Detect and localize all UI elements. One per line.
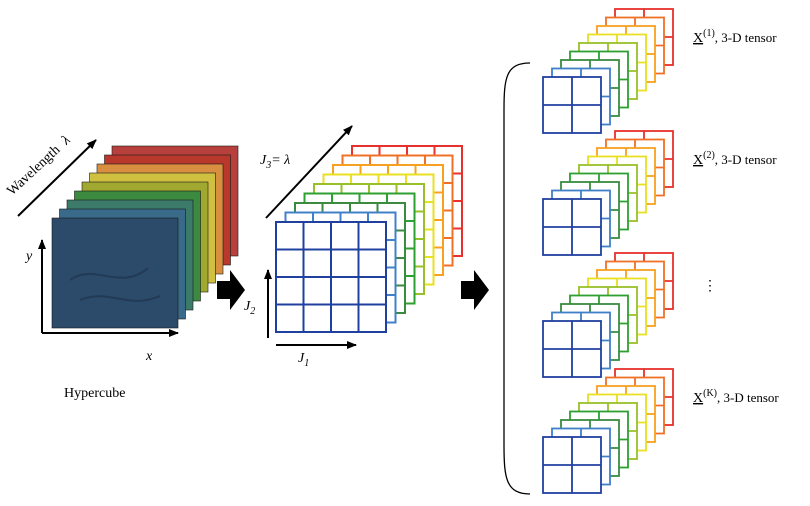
- tensor-j3-axis: [265, 125, 353, 219]
- hypercube-wavelength-axis: [17, 139, 97, 217]
- j2-main: J: [244, 299, 251, 314]
- hypercube-caption: Hypercube: [64, 386, 125, 401]
- tensor-axis-j2-label: J2: [244, 299, 255, 317]
- subtensor-2-sup: (2): [703, 150, 715, 161]
- subtensor-label-k: X(K), 3-D tensor: [693, 388, 779, 406]
- subtensor-layer: [542, 198, 602, 256]
- tensor-axis-j1-label: J1: [298, 351, 309, 369]
- subtensor-1-suffix: , 3-D tensor: [715, 30, 777, 45]
- j1-main: J: [298, 351, 305, 366]
- subtensor-stacks: [542, 8, 674, 494]
- j3-eq: = λ: [271, 153, 290, 168]
- subtensor-ellipsis: ⋮: [703, 279, 717, 294]
- subtensor-layer: [542, 436, 602, 494]
- hypercube-texture: [69, 267, 161, 302]
- subtensor-layer: [542, 76, 602, 134]
- svg-text:X(K), 3-D tensor: X(K), 3-D tensor: [693, 388, 779, 406]
- j2-sub: 2: [250, 306, 255, 317]
- subtensor-2-symbol: X: [693, 153, 703, 168]
- tensor-axis-j3-label: J3= λ: [260, 153, 290, 171]
- block-arrow-2: [461, 270, 489, 310]
- j3-main: J: [260, 153, 267, 168]
- tensor-layer: [275, 221, 387, 333]
- block-arrow-1: [217, 270, 245, 310]
- subtensor-label-2: X(2), 3-D tensor: [693, 150, 777, 168]
- hypercube-axes: [17, 139, 179, 337]
- subtensor-k-suffix: , 3-D tensor: [717, 390, 779, 405]
- subtensor-1-symbol: X: [693, 31, 703, 46]
- subtensor-label-1: X(1), 3-D tensor: [693, 28, 777, 46]
- hypercube-layers: [51, 145, 239, 329]
- wavelength-text: Wavelength: [4, 143, 63, 199]
- hypercube-axis-y-label: y: [24, 249, 33, 264]
- hypercube-layer: [51, 217, 179, 329]
- svg-text:X(1), 3-D tensor: X(1), 3-D tensor: [693, 28, 777, 46]
- subtensor-k-sup: (K): [703, 388, 717, 399]
- left-brace: [503, 62, 531, 495]
- j1-sub: 1: [304, 358, 309, 369]
- subtensor-stack: [542, 252, 674, 378]
- tensor-axes: [264, 125, 357, 349]
- subtensor-1-sup: (1): [703, 28, 715, 39]
- subtensor-layer: [542, 320, 602, 378]
- j3-sub: 3: [265, 160, 271, 171]
- svg-text:X(2), 3-D tensor: X(2), 3-D tensor: [693, 150, 777, 168]
- wavelength-symbol: λ: [58, 133, 73, 149]
- hypercube-axis-wavelength-label: Wavelengthλ: [4, 133, 73, 199]
- subtensor-stack: [542, 130, 674, 256]
- subtensor-k-symbol: X: [693, 391, 703, 406]
- tensor-grid-stack: [275, 145, 463, 333]
- hypercube-axis-x-label: x: [145, 349, 153, 364]
- subtensor-stack: [542, 368, 674, 494]
- subtensor-2-suffix: , 3-D tensor: [715, 152, 777, 167]
- subtensor-stack: [542, 8, 674, 134]
